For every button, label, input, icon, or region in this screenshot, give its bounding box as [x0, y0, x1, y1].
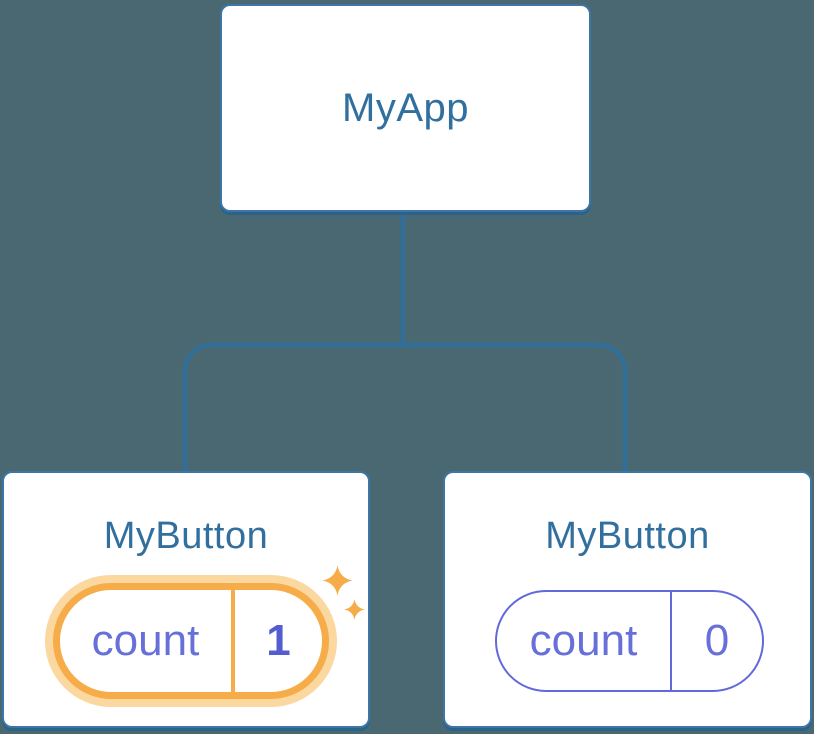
sparkle-icon [322, 564, 353, 597]
state-key: count [529, 616, 638, 665]
state-key: count [91, 616, 200, 665]
node-root: MyApp [220, 4, 591, 212]
state-pill-divider [670, 592, 672, 690]
node-child-right: MyButton count 0 [443, 471, 812, 728]
state-pill-highlighted: count 1 [53, 583, 329, 699]
connector-branch [183, 343, 627, 471]
node-child-left-label: MyButton [103, 515, 269, 557]
node-root-label: MyApp [342, 85, 469, 130]
node-child-right-label: MyButton [545, 515, 710, 557]
connector-root-stem [401, 211, 405, 345]
state-pill-divider [231, 590, 235, 692]
state-value: 0 [704, 616, 730, 665]
sparkle-icon [344, 599, 365, 620]
node-child-left: MyButton count 1 [2, 471, 370, 728]
state-value: 1 [266, 616, 291, 665]
state-pill: count 0 [495, 590, 764, 692]
